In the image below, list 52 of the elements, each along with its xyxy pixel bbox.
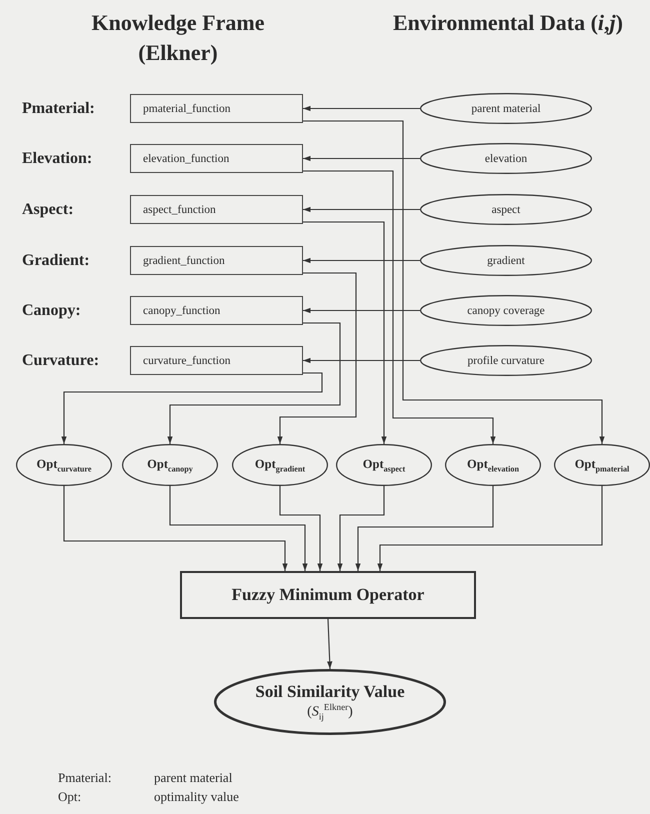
- arrow: [303, 106, 420, 112]
- arrow: [303, 156, 420, 162]
- arrow: [167, 322, 341, 444]
- arrow: [303, 170, 496, 444]
- optimality-label: Opt$_{canopy}$: [147, 456, 193, 474]
- factor-label: Aspect:: [22, 200, 74, 220]
- arrow: [303, 120, 605, 444]
- arrow: [303, 258, 420, 264]
- arrow: [61, 372, 323, 444]
- result-symbol: (S$_{ij}$$^{Elkner}$): [307, 702, 353, 722]
- arrow: [337, 486, 385, 571]
- data-label: gradient: [487, 254, 525, 266]
- arrow: [303, 206, 420, 212]
- factor-label: Elevation:: [22, 148, 92, 168]
- optimality-label: Opt$_{elevation}$: [467, 456, 519, 474]
- arrow: [169, 486, 308, 571]
- abbreviation: Pmaterial:: [58, 770, 112, 786]
- factor-label: Pmaterial:: [22, 98, 95, 118]
- data-label: canopy coverage: [467, 304, 545, 316]
- arrow: [277, 272, 357, 444]
- data-label: aspect: [492, 204, 520, 216]
- function-box: curvature_function: [130, 346, 303, 375]
- arrow: [279, 486, 323, 571]
- optimality-label: Opt$_{curvature}$: [36, 456, 92, 474]
- factor-label: Gradient:: [22, 250, 90, 270]
- arrow: [303, 221, 387, 444]
- arrow: [303, 308, 420, 314]
- abbreviation-meaning: parent material: [154, 770, 232, 786]
- arrow: [63, 486, 288, 571]
- function-box: gradient_function: [130, 246, 303, 275]
- data-label: parent material: [471, 102, 541, 114]
- factor-label: Canopy:: [22, 300, 81, 320]
- optimality-label: Opt$_{pmaterial}$: [574, 456, 630, 474]
- arrow: [303, 358, 420, 364]
- arrow: [355, 486, 494, 571]
- function-box: aspect_function: [130, 195, 303, 224]
- function-box: elevation_function: [130, 144, 303, 173]
- column-heading: Environmental Data (i,j): [392, 9, 624, 37]
- result-title: Soil Similarity Value: [255, 682, 405, 702]
- data-label: profile curvature: [468, 354, 544, 366]
- data-label: elevation: [484, 152, 528, 164]
- arrow: [327, 618, 332, 670]
- function-box: canopy_function: [130, 296, 303, 325]
- abbreviation-meaning: optimality value: [154, 789, 239, 805]
- arrow: [377, 486, 603, 571]
- abbreviation: Opt:: [58, 789, 82, 805]
- optimality-label: Opt$_{aspect}$: [362, 456, 406, 474]
- function-box: pmaterial_function: [130, 94, 303, 123]
- column-heading: Knowledge Frame (Elkner): [90, 9, 266, 67]
- operator-box: Fuzzy Minimum Operator: [180, 571, 476, 619]
- factor-label: Curvature:: [22, 350, 100, 370]
- optimality-label: Opt$_{gradient}$: [254, 456, 306, 474]
